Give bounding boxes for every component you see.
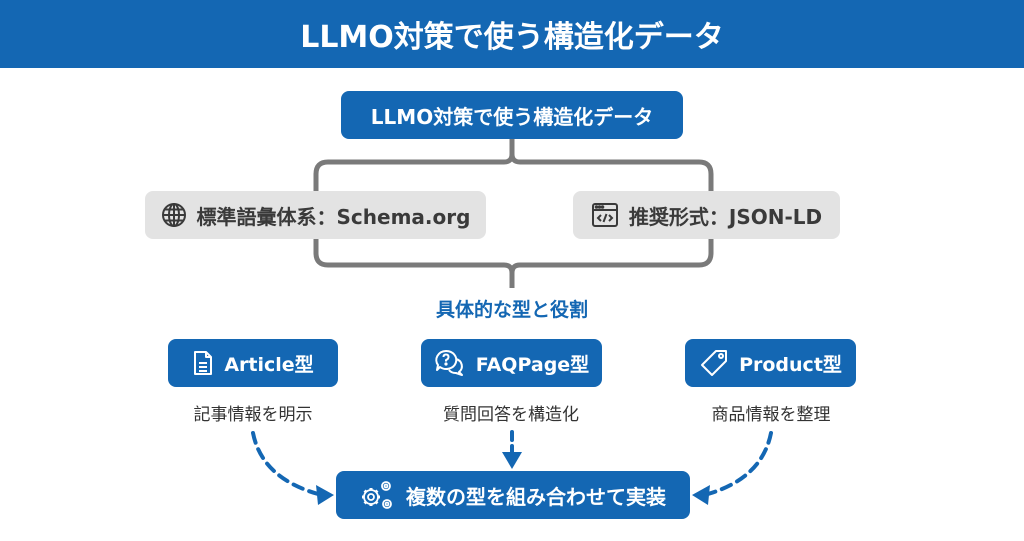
product-type-node: Product型 bbox=[685, 339, 856, 387]
page-title: LLMO対策で使う構造化データ bbox=[300, 20, 724, 55]
faqpage-type-label: FAQPage型 bbox=[475, 353, 590, 376]
faqpage-type-node: FAQPage型 bbox=[421, 339, 602, 387]
implementation-node: 複数の型を組み合わせて実装 bbox=[336, 471, 690, 519]
question-bubbles-icon bbox=[434, 349, 466, 377]
code-window-icon bbox=[591, 202, 619, 228]
product-type-description: 商品情報を整理 bbox=[711, 405, 831, 425]
root-label: LLMO対策で使う構造化データ bbox=[370, 104, 654, 129]
globe-icon bbox=[161, 202, 187, 228]
product-type-label: Product型 bbox=[739, 353, 842, 376]
json-ld-node: 推奨形式：JSON-LD bbox=[573, 191, 840, 239]
arrowhead-faq bbox=[502, 452, 522, 469]
schema-org-node: 標準語彙体系：Schema.org bbox=[145, 191, 486, 239]
article-type-description: 記事情報を明示 bbox=[193, 405, 313, 425]
arrow-article bbox=[251, 431, 320, 496]
article-type-label: Article型 bbox=[224, 353, 314, 376]
arrow-product bbox=[706, 431, 773, 496]
faqpage-type-description: 質問回答を構造化 bbox=[443, 405, 579, 425]
section-heading: 具体的な型と役割 bbox=[435, 299, 588, 321]
arrowhead-product bbox=[692, 485, 710, 505]
root-node: LLMO対策で使う構造化データ bbox=[341, 91, 683, 139]
document-icon bbox=[192, 350, 214, 376]
article-type-node: Article型 bbox=[168, 339, 338, 387]
gears-icon bbox=[360, 479, 396, 511]
implementation-label: 複数の型を組み合わせて実装 bbox=[406, 484, 666, 509]
tag-icon bbox=[699, 349, 729, 377]
schema-org-label: 標準語彙体系：Schema.org bbox=[196, 204, 471, 229]
json-ld-label: 推奨形式：JSON-LD bbox=[628, 204, 823, 229]
header-bar: LLMO対策で使う構造化データ bbox=[0, 0, 1024, 68]
arrowhead-article bbox=[316, 485, 334, 505]
